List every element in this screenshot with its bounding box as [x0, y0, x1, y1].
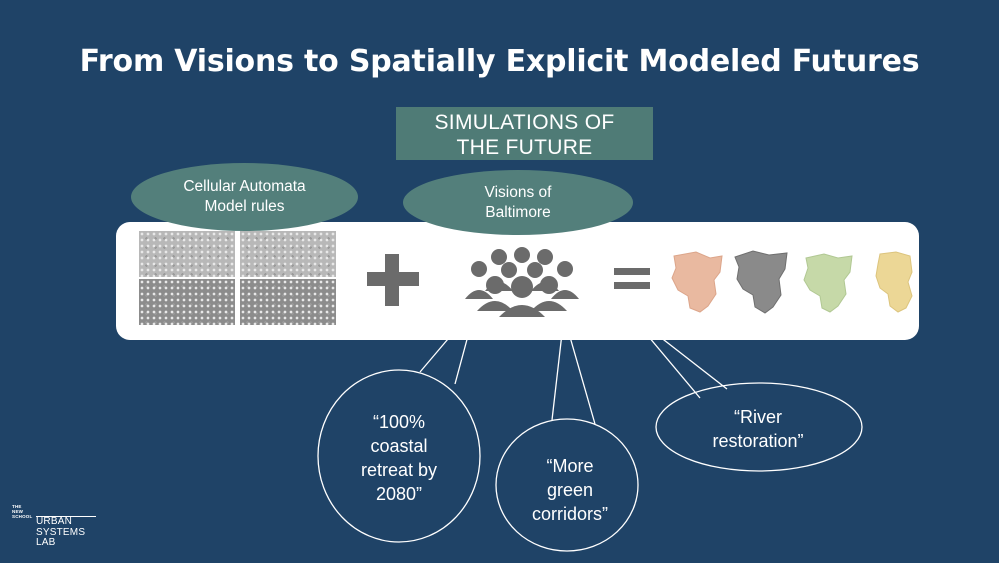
slide-title: From Visions to Spatially Explicit Model… — [79, 44, 920, 79]
simulations-label-box: SIMULATIONS OF THE FUTURE — [396, 107, 653, 160]
callout-bubble-coastal — [317, 369, 481, 543]
plus-icon — [367, 254, 419, 306]
callout-coastal-line3: retreat by — [360, 460, 438, 480]
logo-lab-line3: LAB — [36, 537, 56, 548]
ca-label-line2: Model rules — [204, 198, 285, 215]
ca-map-tile-4 — [240, 279, 336, 325]
callout-green-line1: “More — [546, 456, 594, 476]
ca-model-rules-ellipse: Cellular Automata Model rules — [131, 163, 358, 231]
urban-systems-lab-logo: THE NEW SCHOOL URBAN SYSTEMS LAB — [12, 504, 96, 548]
future-map-green — [803, 253, 853, 313]
ca-map-tile-3 — [139, 279, 235, 325]
ca-map-tile-2 — [240, 231, 336, 277]
logo-school-text: THE NEW SCHOOL — [12, 504, 36, 519]
future-map-yellow — [875, 251, 913, 313]
simulations-label-line1: SIMULATIONS OF — [434, 111, 615, 134]
callout-text-river: “River restoration” — [676, 405, 840, 453]
callout-tail-coastal — [419, 305, 477, 385]
callout-river-line2: restoration” — [712, 431, 804, 451]
callout-green-line2: green — [546, 480, 594, 500]
visions-label-line2: Baltimore — [485, 203, 551, 221]
callout-bubble-green — [495, 418, 639, 552]
logo-school-line3: SCHOOL — [12, 514, 33, 519]
future-map-gray — [734, 250, 788, 314]
callout-text-green: “More green corridors” — [510, 454, 630, 526]
logo-divider — [36, 516, 96, 517]
logo-school-line2: NEW — [12, 509, 24, 514]
people-icon — [465, 247, 579, 317]
callout-tail-river — [627, 311, 728, 399]
ca-label-line1: Cellular Automata — [183, 178, 306, 195]
callout-text-coastal: “100% coastal retreat by 2080” — [334, 410, 464, 506]
ca-map-tile-1 — [139, 231, 235, 277]
callout-coastal-line1: “100% — [372, 412, 426, 432]
callout-coastal-line4: 2080” — [375, 484, 423, 504]
callout-river-line1: “River — [734, 407, 782, 427]
callout-tail-green — [551, 315, 596, 425]
future-map-peach — [671, 251, 723, 313]
equals-icon — [614, 268, 650, 289]
callout-green-line3: corridors” — [531, 504, 608, 524]
visions-label-line1: Visions of — [484, 183, 552, 201]
logo-school-line1: THE — [12, 504, 22, 509]
logo-lab-line1: URBAN — [36, 516, 73, 527]
callout-coastal-line2: coastal — [370, 436, 428, 456]
logo-lab-line2: SYSTEMS — [36, 526, 86, 538]
callout-bubble-river — [655, 382, 863, 472]
logo-lab-text: URBAN SYSTEMS LAB — [36, 516, 116, 549]
simulations-label-line2: THE FUTURE — [456, 136, 593, 159]
visions-of-baltimore-ellipse: Visions of Baltimore — [403, 170, 633, 235]
